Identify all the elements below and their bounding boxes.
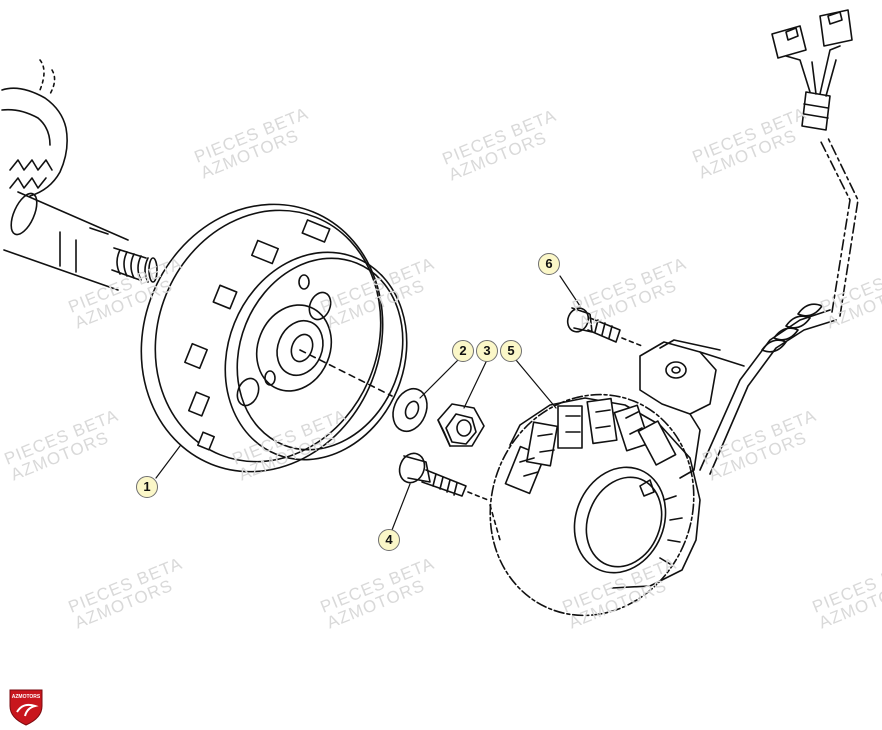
callout-3[interactable]: 3 (476, 340, 498, 362)
rotor-flywheel (140, 203, 408, 473)
wiring-harness (699, 9, 859, 475)
logo-text: AZMOTORS (12, 694, 41, 700)
callout-2[interactable]: 2 (452, 340, 474, 362)
callout-6[interactable]: 6 (538, 253, 560, 275)
screw-4 (398, 452, 489, 501)
pickup-coil (639, 339, 745, 479)
callout-4[interactable]: 4 (378, 529, 400, 551)
crankshaft-end (1, 59, 158, 291)
callout-1[interactable]: 1 (136, 476, 158, 498)
leader-lines (155, 275, 581, 531)
assembly-axis-line (299, 349, 393, 397)
azmotors-logo-icon: AZMOTORS (9, 689, 43, 726)
nut (437, 403, 485, 447)
washer (392, 387, 428, 433)
stator (489, 393, 701, 617)
bolt-6 (566, 307, 643, 347)
callout-5[interactable]: 5 (500, 340, 522, 362)
